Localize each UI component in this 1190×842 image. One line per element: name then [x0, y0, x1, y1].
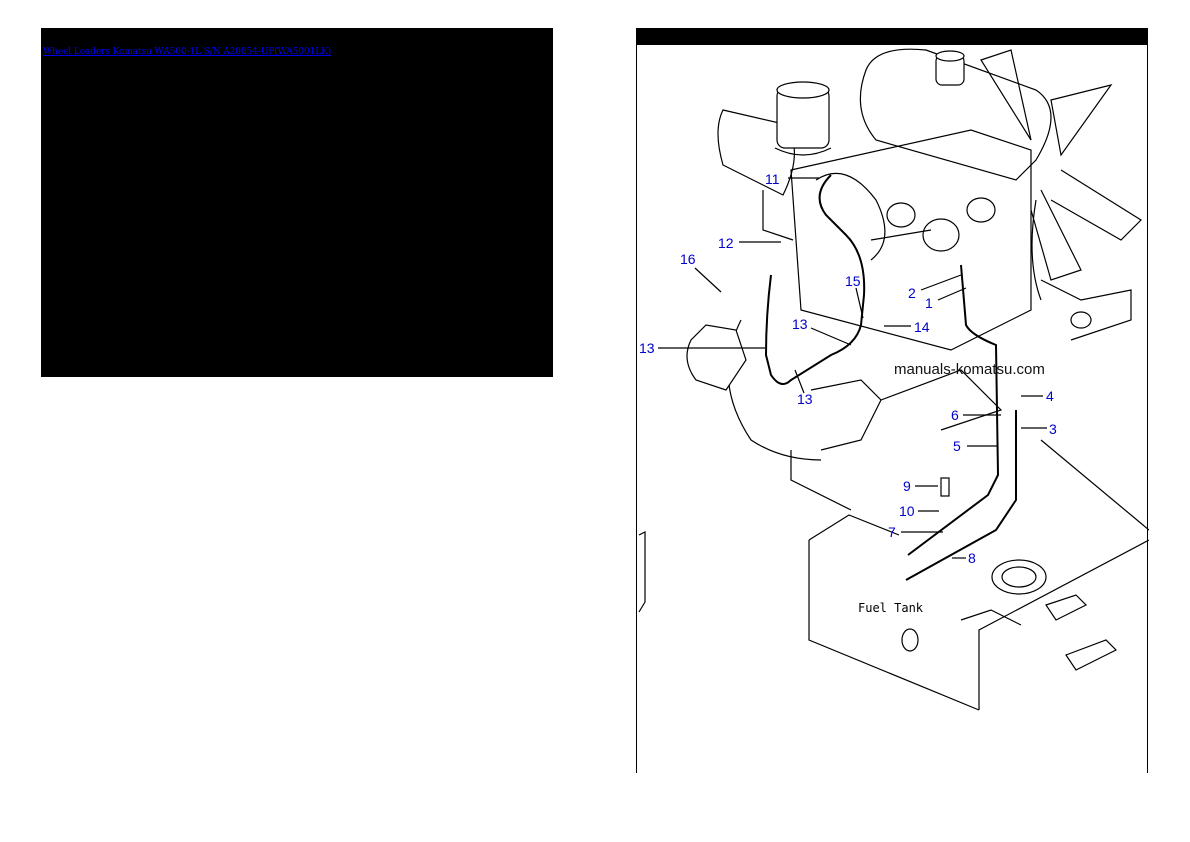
callout-6: 6: [951, 407, 959, 423]
callout-10: 10: [899, 503, 915, 519]
callout-16: 16: [680, 251, 696, 267]
callout-12: 12: [718, 235, 734, 251]
fuel-lines: [764, 174, 1017, 581]
callout-3: 3: [1049, 421, 1057, 437]
document-title-panel: Wheel Loaders Komatsu WA500-1L S/N A2085…: [41, 28, 553, 377]
diagram-header-bar: [637, 28, 1147, 45]
callout-15: 15: [845, 273, 861, 289]
callout-1: 1: [925, 295, 933, 311]
model-title-link[interactable]: Wheel Loaders Komatsu WA500-1L S/N A2085…: [43, 47, 332, 57]
parts-diagram: 11 12 16 15 13 14 13 13 2 1 4 6 3 5 9 10…: [636, 28, 1149, 773]
watermark-text: manuals-komatsu.com: [894, 361, 1045, 378]
fan-drawing: [980, 49, 1142, 301]
callout-8: 8: [968, 550, 976, 566]
callout-5: 5: [953, 438, 961, 454]
fuel-tank-label: Fuel Tank: [858, 601, 924, 615]
callout-9: 9: [903, 478, 911, 494]
callout-13-upper: 13: [792, 316, 808, 332]
callout-11: 11: [765, 171, 780, 187]
callout-13-lower: 13: [797, 391, 813, 407]
callout-leaders: [658, 177, 1047, 559]
flywheel-housing-drawing: [686, 319, 1003, 511]
callout-13-left: 13: [639, 340, 655, 356]
air-cleaner-drawing: [717, 81, 832, 241]
callout-7: 7: [888, 524, 896, 540]
engine-fuel-line-drawing: 11 12 16 15 13 14 13 13 2 1 4 6 3 5 9 10…: [638, 48, 1149, 711]
muffler-drawing: [859, 48, 1052, 181]
fuel-tank-drawing: [808, 439, 1149, 711]
engine-block-drawing: [790, 129, 1132, 351]
callout-14: 14: [914, 319, 930, 335]
callout-4: 4: [1046, 388, 1054, 404]
callout-2: 2: [908, 285, 916, 301]
